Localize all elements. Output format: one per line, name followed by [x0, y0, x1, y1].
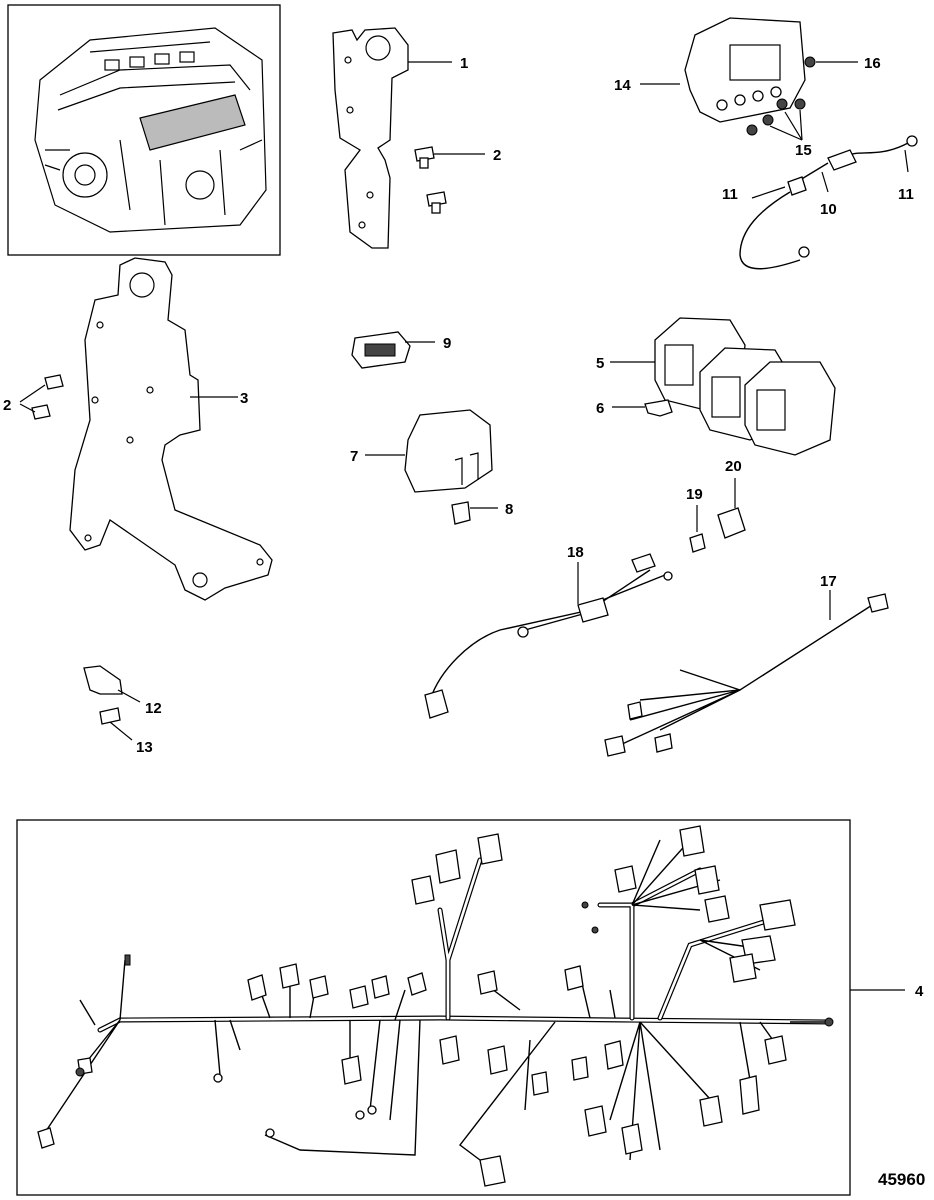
part-8-fuse: [451, 501, 498, 525]
part-16-screw: [804, 56, 858, 68]
part-19-20-fuse-holder: [689, 478, 746, 553]
part-2-bolts-upper: [414, 146, 485, 214]
callout-16: 16: [864, 55, 881, 72]
part-18-harness: [424, 553, 673, 719]
callout-7: 7: [350, 448, 358, 465]
part-1-bracket: [332, 27, 452, 249]
callout-1: 1: [460, 55, 468, 72]
callout-2-lower: 2: [3, 397, 11, 414]
part-13-bolt: [99, 707, 133, 741]
callout-18: 18: [567, 544, 584, 561]
part-3-bracket: [69, 257, 273, 601]
callout-2-upper: 2: [493, 147, 501, 164]
callout-13: 13: [136, 739, 153, 756]
callout-5: 5: [596, 355, 604, 372]
callout-11-left: 11: [722, 186, 738, 203]
callout-14: 14: [614, 77, 631, 94]
callout-19: 19: [686, 486, 703, 503]
part-9-connector: [351, 331, 435, 369]
callout-15: 15: [795, 142, 812, 159]
part-14-module: [640, 17, 806, 123]
part-15-nuts: [746, 98, 806, 141]
part-7-cover: [365, 409, 493, 493]
callout-9: 9: [443, 335, 451, 352]
part-2-bolts-lower: [19, 374, 64, 420]
callout-8: 8: [505, 501, 513, 518]
part-4-engine-harness: [16, 819, 905, 1196]
figure-number: 45960: [878, 1170, 925, 1189]
callout-12: 12: [145, 700, 162, 717]
callout-10: 10: [820, 201, 837, 218]
part-17-harness: [604, 590, 889, 757]
part-12-clamp: [83, 665, 141, 703]
callout-20: 20: [725, 458, 742, 475]
part-6-clip: [612, 399, 673, 417]
callout-3: 3: [240, 390, 248, 407]
part-5-relays: [610, 317, 836, 456]
callout-6: 6: [596, 400, 604, 417]
engine-locator-inset: [7, 4, 281, 256]
callout-4: 4: [915, 983, 924, 1000]
callout-11-right: 11: [898, 186, 914, 203]
callout-17: 17: [820, 573, 837, 590]
part-10-11-fuse-lead: [739, 135, 918, 270]
